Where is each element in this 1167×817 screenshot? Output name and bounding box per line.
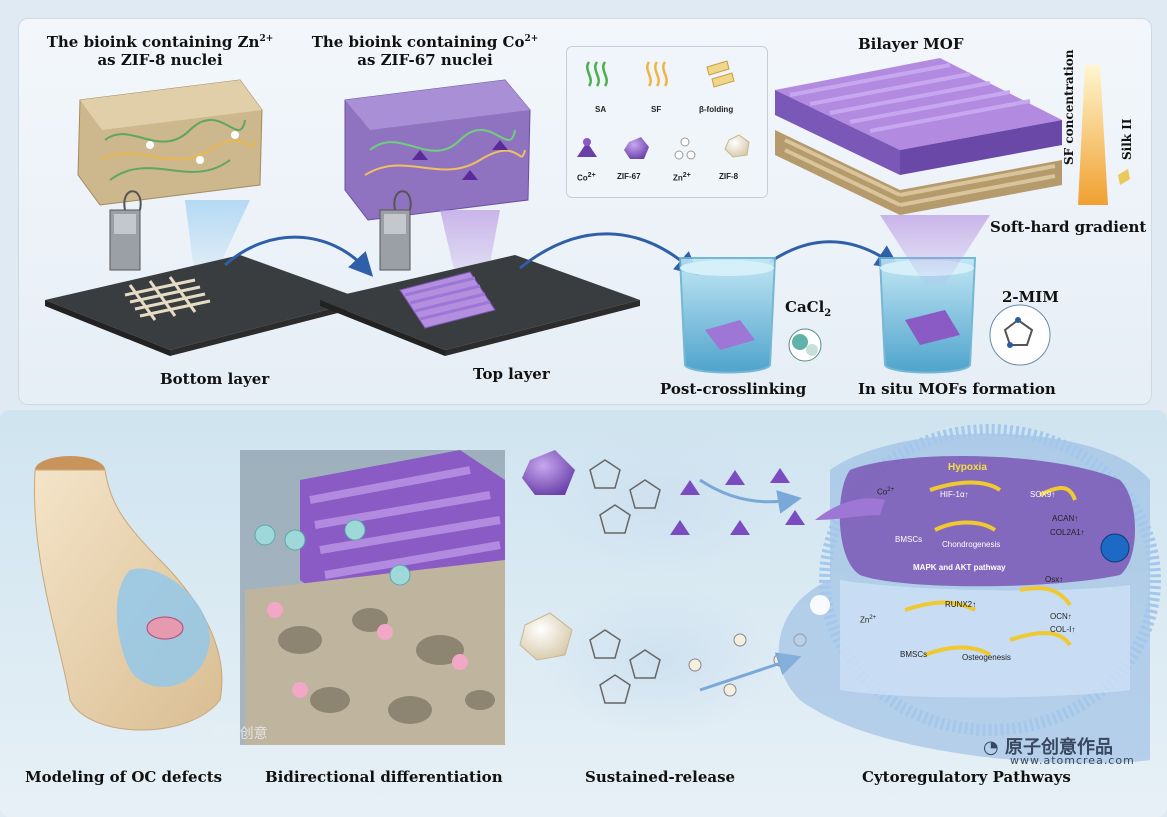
label-osx: Osx↑ [1045, 575, 1064, 584]
label-cacl2: CaCl2 [785, 298, 832, 319]
legend-zn: Zn2+ [673, 172, 691, 183]
label-bidirectional: Bidirectional differentiation [265, 768, 503, 786]
legend-zif67: ZIF-67 [617, 172, 641, 181]
ligand-network-top [589, 459, 661, 534]
bioink-zn-block [77, 79, 263, 206]
bilayer-mof [775, 58, 1062, 215]
label-bioink-zn: The bioink containing Zn2+ as ZIF-8 nucl… [46, 33, 274, 69]
bone-model [33, 456, 223, 731]
label-hypoxia: Hypoxia [948, 462, 987, 473]
arrow-2 [519, 232, 700, 276]
watermark-logo-icon: ◔ [195, 726, 208, 742]
printer-top-layer [320, 190, 640, 356]
beaker-cacl2 [678, 257, 822, 374]
label-ocn: OCN↑ [1050, 612, 1072, 621]
zn-icon [674, 137, 696, 160]
label-2mim: 2-MIM [1002, 288, 1059, 306]
label-bioink-co: The bioink containing Co2+ as ZIF-67 nuc… [311, 33, 539, 69]
scaffold-cross-section [240, 450, 505, 745]
zif8-crystal [519, 612, 573, 661]
legend-sa: SA [595, 105, 607, 114]
legend-box: SA SF β-folding Co2+ ZIF-67 Zn2+ ZIF-8 [566, 46, 768, 198]
release-arrow-co [699, 478, 802, 514]
label-bmscs-2: BMSCs [900, 650, 928, 659]
legend-sf: SF [651, 105, 662, 114]
zif67-icon [624, 137, 649, 159]
label-osteogenesis: Osteogenesis [962, 653, 1011, 662]
label-soft-hard-gradient: Soft-hard gradient [990, 218, 1147, 236]
label-runx2: RUNX2↑ [945, 600, 977, 609]
zif8-icon [724, 134, 750, 158]
beaker-2mim [878, 257, 1051, 374]
sf-icon [646, 61, 668, 87]
sa-icon [586, 61, 608, 87]
watermark-small: ◔ 原子创意 [195, 726, 268, 742]
legend-co: Co2+ [577, 172, 596, 183]
co-icon [577, 138, 597, 157]
zif67-crystal [522, 450, 575, 495]
cell-zn-glow [810, 595, 830, 615]
label-acan: ACAN↑ [1052, 514, 1079, 523]
label-sox9: SOX9↑ [1030, 490, 1056, 499]
label-modeling-oc-defects: Modeling of OC defects [25, 768, 223, 786]
beta-folding-icon [706, 60, 735, 88]
label-post-crosslinking: Post-crosslinking [660, 380, 807, 398]
printer-bottom-layer [45, 190, 365, 356]
watermark-logo-icon-2: ◔ [983, 737, 999, 758]
projection-cone-mof [880, 215, 990, 285]
label-bottom-layer: Bottom layer [160, 370, 270, 388]
watermark-brand: ◔ 原子创意作品 [983, 737, 1113, 758]
label-cytoregulatory: Cytoregulatory Pathways [862, 768, 1071, 786]
label-hif: HIF-1α↑ [940, 490, 969, 499]
legend-zif8: ZIF-8 [719, 172, 739, 181]
label-sustained-release: Sustained-release [585, 768, 736, 786]
bioink-co-block [344, 79, 531, 221]
label-col2a1: COL2A1↑ [1050, 528, 1085, 537]
cell-co-entry [815, 498, 885, 520]
arrow-3 [769, 240, 900, 269]
label-silk-ii: Silk II [1120, 118, 1134, 160]
cell-diagram [778, 424, 1161, 764]
legend-beta: β-folding [699, 105, 734, 114]
ligand-network-bottom [589, 629, 661, 704]
legend-icons [577, 60, 750, 160]
co-ions [670, 468, 805, 535]
label-in-situ-mofs: In situ MOFs formation [858, 380, 1056, 398]
label-mapk-akt: MAPK and AKT pathway [913, 563, 1006, 572]
silk-ii-icon [1118, 169, 1130, 185]
label-sf-concentration: SF concentration [1062, 49, 1076, 165]
watermark-url: www.atomcrea.com [1010, 754, 1135, 767]
label-bmscs-1: BMSCs [895, 535, 923, 544]
label-bilayer-mof: Bilayer MOF [858, 35, 964, 53]
label-cell-zn: Zn2+ [860, 615, 877, 625]
label-top-layer: Top layer [473, 365, 550, 383]
label-chondrogenesis: Chondrogenesis [942, 540, 1001, 549]
sf-gradient-wedge [1078, 65, 1108, 205]
projection-cone-zn [185, 200, 250, 280]
label-col1: COL-I↑ [1050, 625, 1076, 634]
label-cell-co: Co2+ [877, 487, 895, 497]
arrow-1 [224, 235, 374, 277]
